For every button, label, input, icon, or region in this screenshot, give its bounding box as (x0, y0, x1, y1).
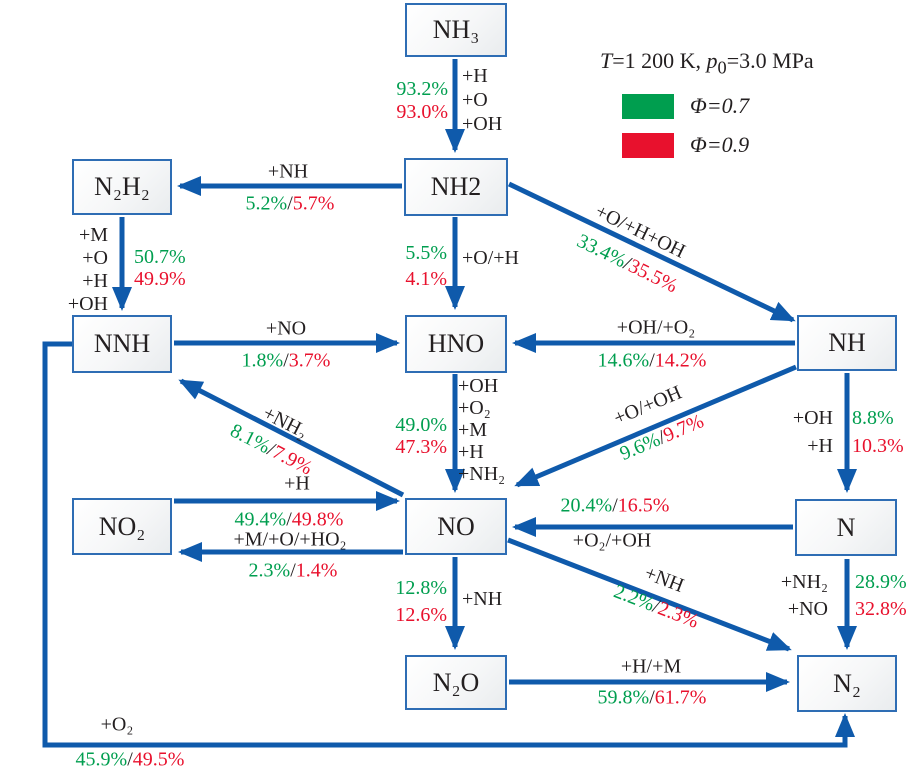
edge-n-n2-pct: 28.9% 32.8% (855, 571, 907, 620)
legend-item-phi07: Φ=0.7 (622, 93, 749, 119)
edge-n2h2-nnh-pct: 50.7% 49.9% (134, 246, 186, 290)
legend-label-phi07: Φ=0.7 (690, 93, 750, 118)
edge-no-n2o-pct: 12.8% 12.6% (395, 577, 447, 626)
node-nh3: NH₃ (405, 3, 507, 57)
edge-n-no-pct: 20.4%/16.5% (560, 494, 670, 517)
edge-nnh-n2-reagent: +O₂ (100, 713, 134, 736)
edge-nnh-hno-reagent: +NO (265, 317, 307, 340)
legend-swatch-green (622, 93, 674, 119)
node-hno: HNO (405, 315, 507, 373)
edge-nh3-nh2-reagents: +H +O +OH (462, 65, 503, 135)
edge-no-no2-pct: 2.3%/1.4% (248, 559, 338, 582)
node-n2: N₂ (797, 655, 897, 712)
edge-n-n2-reagents: +NH₂ +NO (780, 571, 828, 620)
edge-nh2-hno-pct: 5.5% 4.1% (405, 242, 447, 290)
node-nh2: NH2 (404, 158, 508, 216)
edge-hno-no-pct: 49.0% 47.3% (395, 414, 447, 458)
node-n2h2: N₂H₂ (72, 159, 172, 215)
edge-hno-no-reagents: +OH +O₂ +M +H +NH₂ (458, 375, 506, 485)
arrow-nh-no (514, 364, 797, 488)
arrow-no-nnh (178, 378, 405, 498)
edge-no2-no-pct: 49.4%/49.8% (234, 508, 344, 531)
arrow-nh2-nh (507, 181, 796, 323)
edge-nh3-nh2-pct: 93.2% 93.0% (396, 78, 448, 123)
node-nnh: NNH (72, 315, 172, 373)
node-no2: NO₂ (72, 498, 172, 555)
node-n: N (795, 499, 897, 556)
legend-swatch-red (622, 132, 674, 158)
legend: Φ=0.7 Φ=0.9 (622, 93, 749, 171)
edge-no-n2o-reagent: +NH (462, 588, 503, 610)
node-no: NO (405, 498, 507, 555)
edge-no-no2-reagent: +M/+O/+HO₂ (233, 528, 347, 551)
edge-n2o-n2-reagent: +H/+M (620, 655, 682, 678)
edge-nh-n-reagents: +OH +H (792, 407, 833, 457)
edge-no2-no-reagent: +H (284, 472, 310, 495)
edge-nh2-n2h2-pct: 5.2%/5.7% (245, 192, 335, 215)
node-nh: NH (797, 315, 897, 371)
edge-nh-n-pct: 8.8% 10.3% (852, 407, 904, 457)
legend-label-phi09: Φ=0.9 (690, 132, 750, 157)
edge-nh-hno-reagent: +OH/+O₂ (616, 316, 696, 339)
node-n2o: N₂O (405, 655, 507, 710)
edge-n2h2-nnh-reagents: +M +O +H +OH (67, 224, 108, 315)
arrow-no-n2 (507, 537, 792, 652)
edge-nnh-hno-pct: 1.8%/3.7% (241, 349, 331, 372)
edge-nh-hno-pct: 14.6%/14.2% (597, 349, 707, 372)
edge-nh2-hno-reagent: +O/+H (462, 247, 520, 269)
edge-nh2-n2h2-reagent: +NH (267, 160, 309, 183)
arrow-nnh-n2-loop (42, 341, 855, 748)
legend-item-phi09: Φ=0.9 (622, 132, 749, 158)
edge-nnh-n2-pct: 45.9%/49.5% (75, 748, 185, 771)
edge-n-no-reagent: +O₂/+OH (572, 529, 652, 552)
conditions-title: T=1 200 K, p0=3.0 MPa (600, 48, 814, 78)
edge-n2o-n2-pct: 59.8%/61.7% (597, 686, 707, 709)
